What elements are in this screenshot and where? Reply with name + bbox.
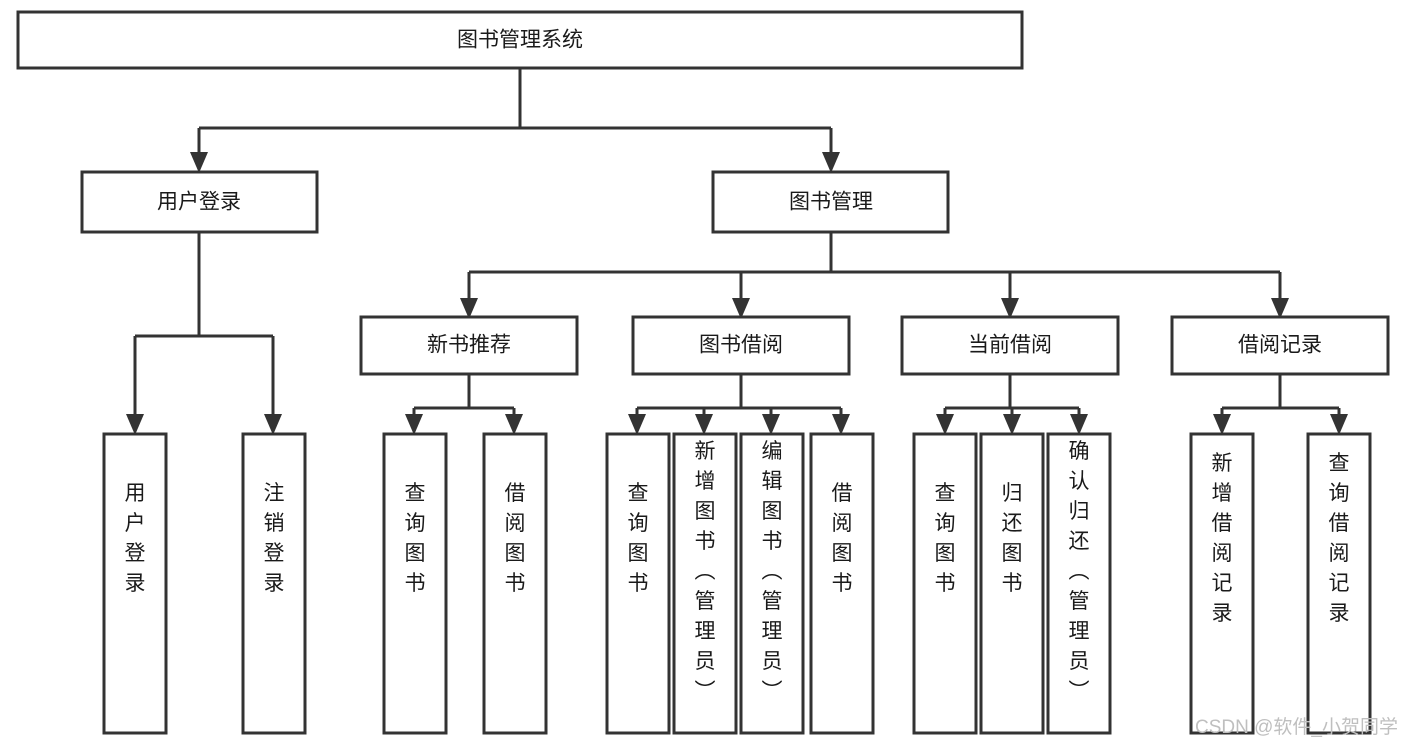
leaf-current-borrow-2[interactable]: 归还图书	[979, 432, 1045, 735]
connector-group-current-borrow	[936, 374, 1088, 435]
leaf-user-login-1-box[interactable]	[102, 432, 168, 735]
node-root-system[interactable]: 图书管理系统	[16, 10, 1024, 70]
node-current-borrow[interactable]: 当前借阅	[900, 315, 1120, 376]
leaf-new-book-1[interactable]: 查询图书	[382, 432, 448, 735]
node-book-manage-label: 图书管理	[789, 191, 873, 214]
leaf-borrow-record-2-label: 查询借阅记录	[1329, 452, 1350, 625]
leaf-borrow-record-1[interactable]: 新增借阅记录	[1189, 432, 1255, 735]
arrowhead-book-borrow-leaf-1	[628, 414, 646, 435]
node-user-login-label: 用户登录	[157, 191, 241, 214]
leaf-current-borrow-1-box[interactable]	[912, 432, 978, 735]
leaf-borrow-record-2[interactable]: 查询借阅记录	[1306, 432, 1372, 735]
leaf-user-login-1[interactable]: 用户登录	[102, 432, 168, 735]
leaf-current-borrow-3[interactable]: 确认归还︵管理员︶	[1046, 432, 1112, 735]
leaf-current-borrow-1[interactable]: 查询图书	[912, 432, 978, 735]
leaf-book-borrow-3-label: 编辑图书︵管理员︶	[762, 440, 783, 703]
leaf-book-borrow-2[interactable]: 新增图书︵管理员︶	[672, 432, 738, 735]
arrowhead-current-borrow-leaf-3	[1070, 414, 1088, 435]
leaf-new-book-2-box[interactable]	[482, 432, 548, 735]
connector-group-new-book-recommend	[405, 374, 523, 435]
arrowhead-current-borrow-leaf-1	[936, 414, 954, 435]
leaf-new-book-2[interactable]: 借阅图书	[482, 432, 548, 735]
leaf-book-borrow-1[interactable]: 查询图书	[605, 432, 671, 735]
leaf-borrow-record-2-box[interactable]	[1306, 432, 1372, 735]
node-new-book-recommend-box[interactable]	[359, 315, 579, 376]
node-root-system-label: 图书管理系统	[457, 29, 583, 52]
leaf-book-borrow-1-box[interactable]	[605, 432, 671, 735]
leaf-current-borrow-2-box[interactable]	[979, 432, 1045, 735]
node-current-borrow-label: 当前借阅	[968, 334, 1052, 357]
leaf-book-borrow-2-label: 新增图书︵管理员︶	[695, 440, 716, 703]
node-user-login-box[interactable]	[80, 170, 319, 234]
leaf-new-book-1-box[interactable]	[382, 432, 448, 735]
arrowhead-user-login-leaf-1	[126, 414, 144, 435]
leaf-current-borrow-1-label: 查询图书	[935, 482, 956, 595]
leaf-book-borrow-2-box[interactable]	[672, 432, 738, 735]
leaf-book-borrow-4[interactable]: 借阅图书	[809, 432, 875, 735]
arrowhead-current-borrow-leaf-2	[1003, 414, 1021, 435]
leaf-borrow-record-1-label: 新增借阅记录	[1212, 452, 1233, 625]
arrowhead-new-book-leaf-1	[405, 414, 423, 435]
node-borrow-record-box[interactable]	[1170, 315, 1390, 376]
arrowhead-root-to-book-manage	[822, 152, 840, 173]
connector-group-book-manage	[460, 232, 1289, 319]
node-root-system-box[interactable]	[16, 10, 1024, 70]
node-book-manage-box[interactable]	[711, 170, 950, 234]
leaf-user-login-2-label: 注销登录	[264, 482, 285, 595]
node-current-borrow-box[interactable]	[900, 315, 1120, 376]
leaf-new-book-2-label: 借阅图书	[505, 482, 526, 595]
node-book-borrow-label: 图书借阅	[699, 334, 783, 357]
node-user-login[interactable]: 用户登录	[80, 170, 319, 234]
node-book-borrow[interactable]: 图书借阅	[631, 315, 851, 376]
arrowhead-new-book-leaf-2	[505, 414, 523, 435]
leaf-book-borrow-3[interactable]: 编辑图书︵管理员︶	[739, 432, 805, 735]
connector-group-root	[190, 68, 840, 173]
leaf-current-borrow-3-box[interactable]	[1046, 432, 1112, 735]
node-borrow-record[interactable]: 借阅记录	[1170, 315, 1390, 376]
leaf-user-login-2-box[interactable]	[241, 432, 307, 735]
leaf-user-login-1-label: 用户登录	[125, 482, 146, 595]
node-borrow-record-label: 借阅记录	[1238, 334, 1322, 357]
arrowhead-borrow-record-leaf-1	[1213, 414, 1231, 435]
connector-group-user-login	[126, 232, 282, 435]
arrowhead-book-borrow-leaf-3	[762, 414, 780, 435]
node-book-manage[interactable]: 图书管理	[711, 170, 950, 234]
connector-group-borrow-record	[1213, 374, 1348, 435]
arrowhead-user-login-leaf-2	[264, 414, 282, 435]
leaf-book-borrow-3-box[interactable]	[739, 432, 805, 735]
leaf-book-borrow-1-label: 查询图书	[628, 482, 649, 595]
csdn-watermark: CSDN @软件_小贺同学	[1195, 716, 1398, 738]
connector-group-book-borrow	[628, 374, 850, 435]
leaf-user-login-2[interactable]: 注销登录	[241, 432, 307, 735]
node-book-borrow-box[interactable]	[631, 315, 851, 376]
leaf-new-book-1-label: 查询图书	[405, 482, 426, 595]
leaf-book-borrow-4-box[interactable]	[809, 432, 875, 735]
arrowhead-root-to-user-login	[190, 152, 208, 173]
node-new-book-recommend[interactable]: 新书推荐	[359, 315, 579, 376]
node-new-book-recommend-label: 新书推荐	[427, 334, 511, 357]
leaf-current-borrow-2-label: 归还图书	[1002, 482, 1023, 595]
arrowhead-borrow-record-leaf-2	[1330, 414, 1348, 435]
leaf-current-borrow-3-label: 确认归还︵管理员︶	[1069, 440, 1090, 703]
leaf-borrow-record-1-box[interactable]	[1189, 432, 1255, 735]
arrowhead-book-borrow-leaf-4	[832, 414, 850, 435]
arrowhead-book-borrow-leaf-2	[695, 414, 713, 435]
leaf-book-borrow-4-label: 借阅图书	[832, 482, 853, 595]
